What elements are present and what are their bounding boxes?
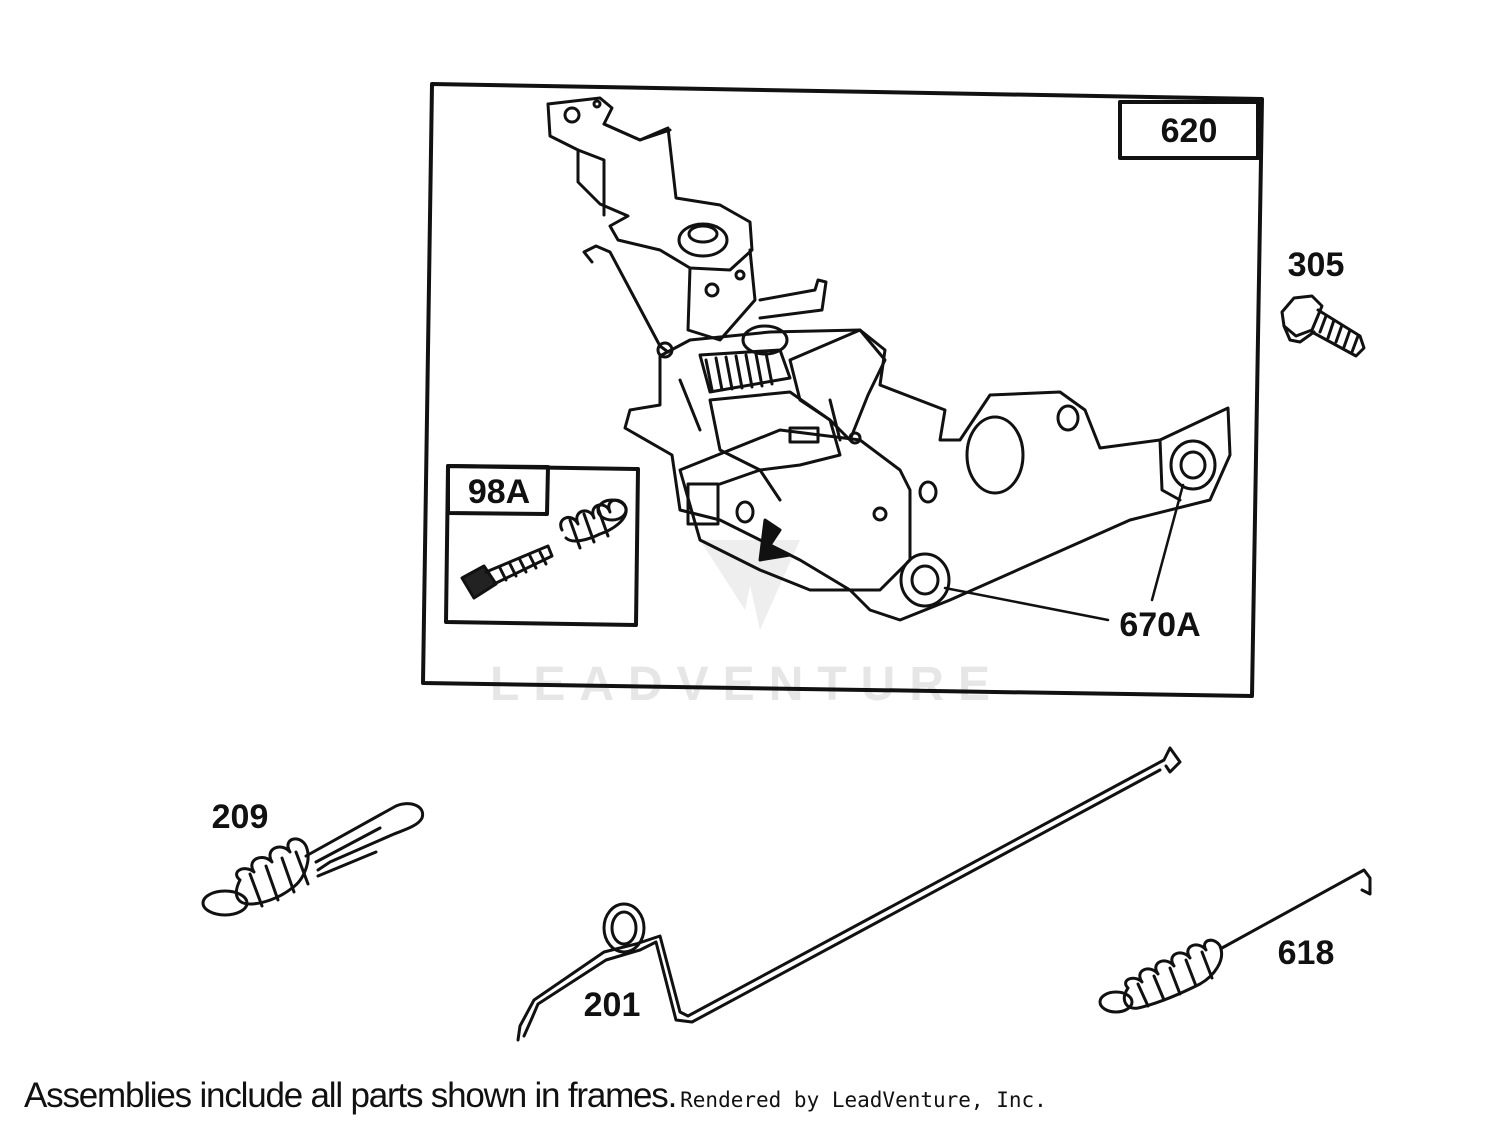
governor-link-201 xyxy=(516,746,1182,1042)
label-618: 618 xyxy=(1278,934,1335,972)
assembly-label-box xyxy=(1118,100,1260,160)
kit-frame xyxy=(444,464,640,627)
footer: Assemblies include all parts shown in fr… xyxy=(24,1076,1047,1116)
label-305: 305 xyxy=(1288,246,1345,284)
label-209: 209 xyxy=(212,798,269,836)
leader-line-670A-upper xyxy=(1150,483,1185,602)
extension-spring-618 xyxy=(1098,868,1372,1014)
label-98A: 98A xyxy=(468,473,530,511)
bolt-305 xyxy=(1280,294,1366,358)
governor-spring-209 xyxy=(201,802,425,917)
kit-parts xyxy=(460,498,628,600)
kit-label-box xyxy=(446,464,550,516)
control-bracket xyxy=(546,96,1232,622)
label-620: 620 xyxy=(1161,112,1218,150)
assembly-frame xyxy=(421,82,1264,698)
label-201: 201 xyxy=(584,986,641,1024)
footer-note: Assemblies include all parts shown in fr… xyxy=(24,1076,677,1115)
label-670A: 670A xyxy=(1119,606,1200,644)
footer-credit: Rendered by LeadVenture, Inc. xyxy=(680,1088,1047,1112)
leader-line-670A-lower xyxy=(943,586,1110,622)
